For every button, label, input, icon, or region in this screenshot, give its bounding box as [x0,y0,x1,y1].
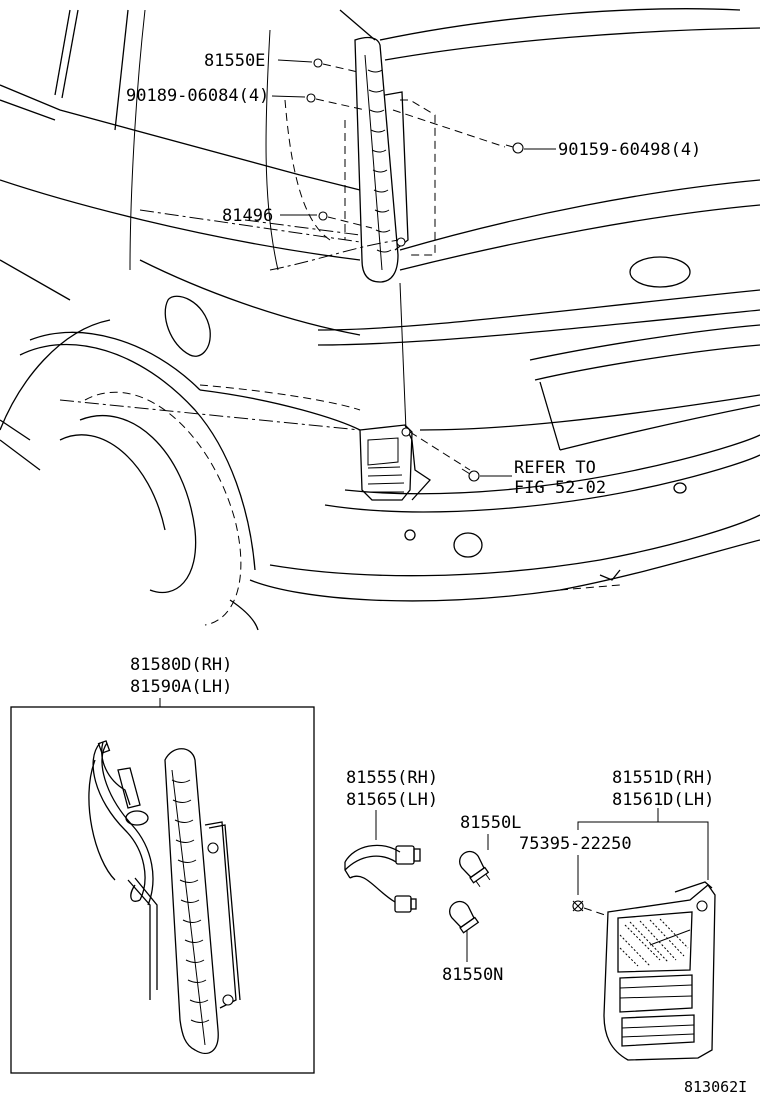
lamp-label-rh: 81551D(RH) [612,768,714,788]
box-label-lh: 81590A(LH) [130,677,232,697]
socket-label-rh: 81555(RH) [346,768,438,788]
rear-combination-lamp: 81551D(RH) 81561D(LH) 75395-22250 [519,768,716,1061]
bulb-n-label: 81550N [442,965,503,985]
callout-90189: 90189-06084(4) [126,86,269,106]
upper-rear-lamp [354,36,436,431]
lamp-screw-label: 75395-22250 [519,834,632,854]
bulb-l-label: 81550L [460,813,521,833]
upper-callouts: 81550E 90189-06084(4) 90159-60498(4) 814… [126,51,701,498]
lower-rear-lamp-on-vehicle [359,424,471,501]
socket-label-lh: 81565(LH) [346,790,438,810]
socket-and-bulbs: 81555(RH) 81565(LH) 81550L 81550N [344,768,521,985]
fasteners [306,58,524,482]
figure-id: 81306​2I [684,1078,747,1096]
refer-to-label: REFER TO [514,458,596,478]
callout-81550E: 81550E [204,51,265,71]
fig-ref-label: FIG 52-02 [514,478,606,498]
vehicle-rear-outline [0,8,760,631]
callout-90159: 90159-60498(4) [558,140,701,160]
callout-81496: 81496 [222,206,273,226]
box-label-rh: 81580D(RH) [130,655,232,675]
lamp-label-lh: 81561D(LH) [612,790,714,810]
high-mount-lamp-box: 81580D(RH) 81590A(LH) [10,655,315,1074]
